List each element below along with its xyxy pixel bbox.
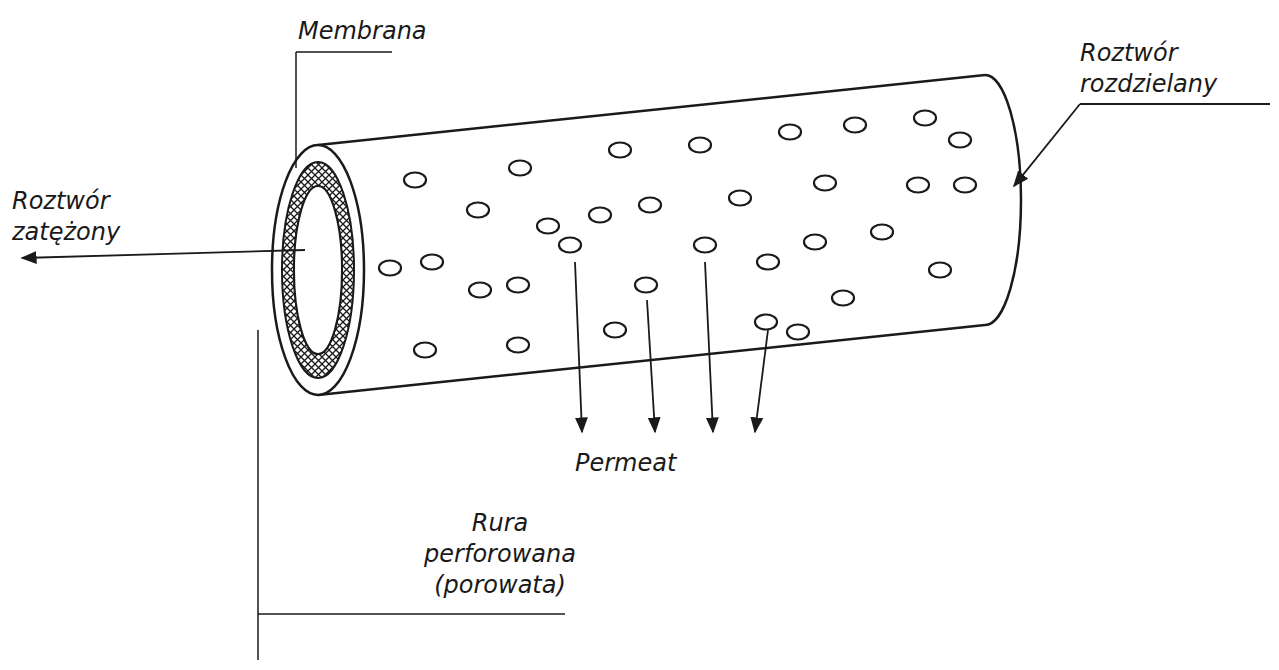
flow-arrows [22, 104, 1270, 432]
flow-label: Roztwór zatężony [12, 186, 137, 248]
perforation-hole [929, 263, 951, 278]
perforation-hole [694, 238, 716, 253]
flow-label: Roztwór rozdzielany [1080, 38, 1270, 100]
permeate-arrow [705, 262, 713, 432]
perforation-hole [635, 278, 657, 293]
perforation-hole [467, 203, 489, 218]
leader-lines [258, 52, 565, 660]
perforation-hole [914, 111, 936, 126]
part-label: Membrana [298, 16, 408, 47]
perforation-hole [844, 118, 866, 133]
pipe-leader [258, 330, 565, 660]
perforation-hole [814, 176, 836, 191]
tube-near-end [272, 145, 364, 395]
perforation-hole [421, 255, 443, 270]
perforation-hole [604, 323, 626, 338]
permeate-arrow [755, 330, 768, 432]
perforation-hole [537, 219, 559, 234]
part-label: Rura perforowana (porowata) [415, 508, 585, 601]
perforation-hole [639, 198, 661, 213]
permeate-arrow [575, 262, 582, 432]
perforation-hole [507, 278, 529, 293]
tube-top-edge [318, 75, 985, 145]
perforation-hole [729, 191, 751, 206]
inlet-arrow [1014, 104, 1080, 186]
outlet-arrow [22, 250, 305, 258]
tube-far-end [985, 75, 1021, 325]
perforation-hole [469, 283, 491, 298]
permeate-arrow [647, 300, 655, 432]
perforation-hole [757, 255, 779, 270]
perforation-hole [787, 325, 809, 340]
perforation-hole [589, 208, 611, 223]
perforation-hole [509, 161, 531, 176]
perforation-hole [832, 291, 854, 306]
perforation-hole [954, 178, 976, 193]
perforation-hole [689, 138, 711, 153]
perforation-hole [379, 261, 401, 276]
leader-underline [1080, 103, 1270, 105]
flow-label: Permeat [575, 448, 705, 479]
perforation-hole [949, 133, 971, 148]
tube-body [272, 75, 1021, 395]
perforation-hole [779, 125, 801, 140]
perforation-hole [559, 238, 581, 253]
perforation-holes [379, 111, 976, 358]
perforation-hole [404, 173, 426, 188]
perforation-hole [609, 143, 631, 158]
perforation-hole [871, 225, 893, 240]
membrane-leader [296, 52, 392, 168]
perforation-hole [414, 343, 436, 358]
perforation-hole [907, 178, 929, 193]
perforation-hole [804, 235, 826, 250]
membrane-ring [282, 162, 354, 378]
perforation-hole [755, 315, 777, 330]
perforation-hole [507, 338, 529, 353]
tube-bore [294, 186, 342, 354]
